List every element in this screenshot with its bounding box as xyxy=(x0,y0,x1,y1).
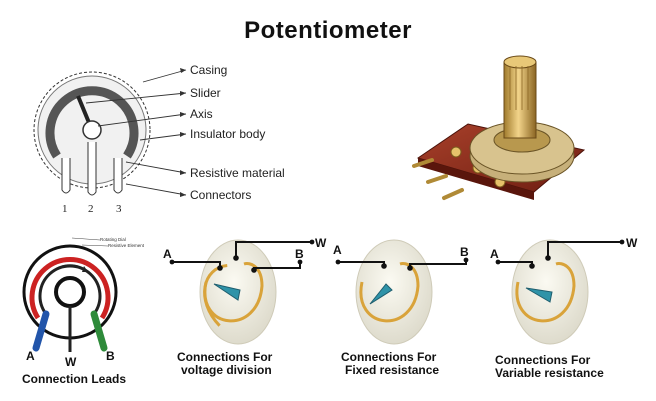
variable-resistance-diagram: A W Connections For Variable resistance xyxy=(490,236,638,380)
voltage-a-letter: A xyxy=(163,247,172,261)
caption-voltage-line1: Connections For xyxy=(177,350,273,364)
fixed-a-letter: A xyxy=(333,243,342,257)
connector-3 xyxy=(113,158,123,194)
pin-3-number: 3 xyxy=(116,203,122,215)
label-rotating-dial: Rotating Dial xyxy=(100,237,126,242)
lead-b-letter: B xyxy=(106,349,115,363)
resistive-track xyxy=(45,86,139,159)
voltage-b-letter: B xyxy=(295,247,304,261)
caption-fixed-line1: Connections For xyxy=(341,350,437,364)
lead-a-letter: A xyxy=(26,349,35,363)
anatomy-drawing: Casing Slider Axis Insulator body Resist… xyxy=(33,63,285,215)
potentiometer-photo xyxy=(412,55,586,200)
caption-voltage-line2: voltage division xyxy=(181,363,272,377)
lead-green xyxy=(90,310,108,352)
fixed-b-letter: B xyxy=(460,245,469,259)
caption-variable-line2: Variable resistance xyxy=(495,366,604,380)
fixed-resistance-diagram: A B Connections For Fixed resistance xyxy=(333,239,469,377)
label-casing: Casing xyxy=(190,63,227,77)
caption-variable-line1: Connections For xyxy=(495,353,591,367)
shaft xyxy=(503,61,537,139)
caption-connection-leads: Connection Leads xyxy=(22,372,126,386)
label-insulator-body: Insulator body xyxy=(190,127,265,141)
label-connectors: Connectors xyxy=(190,188,251,202)
variable-w-letter: W xyxy=(626,236,638,250)
lead-blue xyxy=(32,310,50,352)
label-resistive-material: Resistive material xyxy=(190,166,285,180)
pin-2-number: 2 xyxy=(88,203,94,215)
connector-1 xyxy=(61,158,71,194)
label-resistive-element: Resistive Element xyxy=(108,243,145,248)
page-title: Potentiometer xyxy=(244,17,412,44)
label-axis: Axis xyxy=(190,107,213,121)
voltage-w-letter: W xyxy=(315,236,327,250)
connection-leads-drawing: Rotating Dial Resistive Element A W B Co… xyxy=(22,237,145,386)
axis-circle xyxy=(82,120,102,140)
pin-1-number: 1 xyxy=(62,203,68,215)
lead-red-track xyxy=(29,257,111,320)
variable-a-letter: A xyxy=(490,247,499,261)
connector-2 xyxy=(87,142,97,196)
caption-fixed-line2: Fixed resistance xyxy=(345,363,439,377)
lead-w-letter: W xyxy=(65,355,77,369)
voltage-division-diagram: A W B Connections For voltage division xyxy=(163,236,327,377)
label-slider: Slider xyxy=(190,86,221,100)
